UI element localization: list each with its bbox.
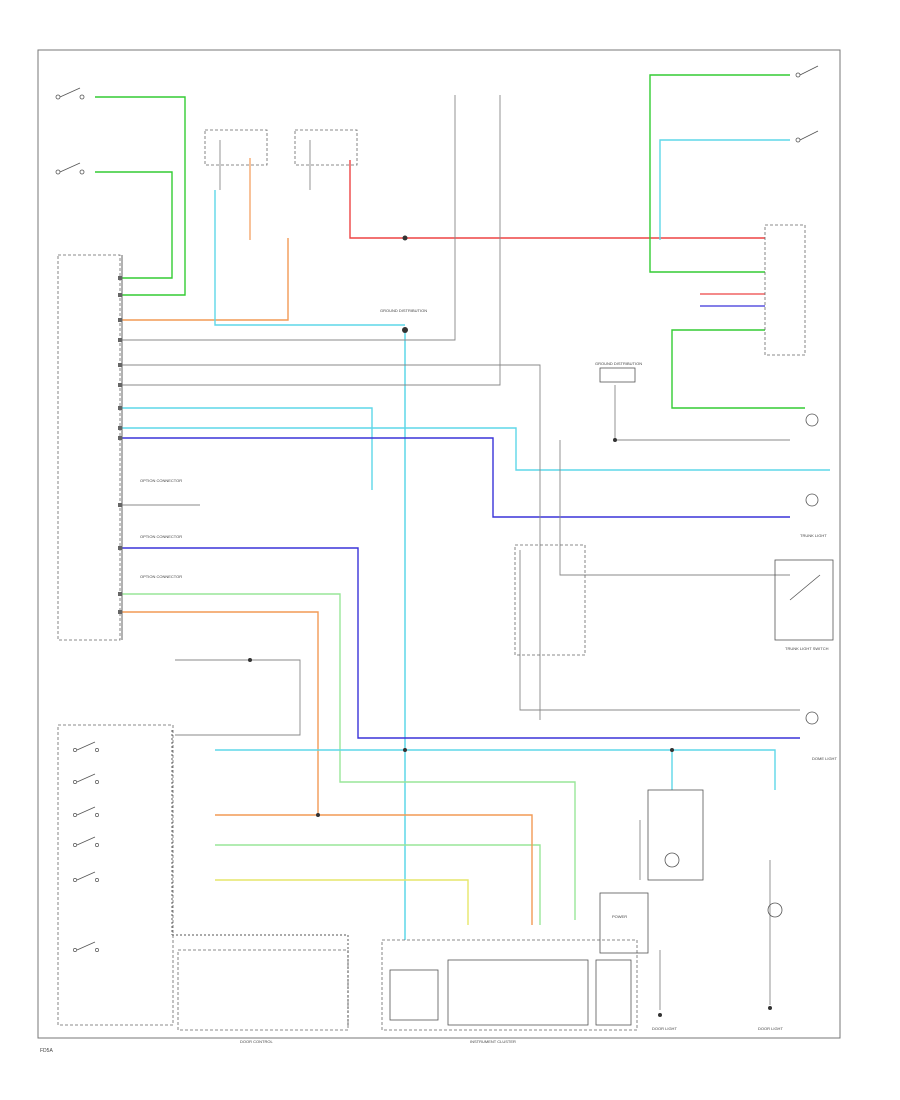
switch-box-1 [204, 129, 268, 166]
option-connector-3: OPTION CONNECTOR [140, 574, 182, 579]
lamp-right-3 [805, 711, 819, 725]
connector-pin [118, 293, 122, 297]
wire-ltgreen [215, 844, 541, 925]
wire-ltgreen [122, 593, 576, 920]
trunk-light-label: TRUNK LIGHT [800, 533, 827, 538]
lower-switches [73, 741, 99, 952]
diagram-border [37, 49, 841, 1039]
relay-box-label: POWER [612, 914, 627, 919]
lamp-right-1 [805, 413, 819, 427]
connector-pin [118, 406, 122, 410]
instrument-cluster-box [381, 939, 638, 1031]
wire-green [671, 329, 805, 409]
splice-dots [248, 438, 674, 817]
connector-pin [118, 383, 122, 387]
wire-green [95, 96, 186, 296]
cluster-inner-3 [595, 959, 632, 1026]
ground-distribution-mid [599, 367, 636, 383]
dome-light-label: DOME LIGHT [812, 756, 837, 761]
door-switch [73, 741, 99, 752]
wire-red [349, 160, 765, 239]
switch-right-second [795, 130, 819, 143]
lamp-right-2 [805, 493, 819, 507]
wire-green [649, 74, 790, 273]
instrument-cluster-label: INSTRUMENT CLUSTER [470, 1039, 516, 1044]
wire-layer [95, 74, 830, 940]
wire-orange [122, 611, 533, 925]
ground-splice [402, 327, 408, 333]
diagram-code: FD5A [40, 1048, 53, 1054]
trunk-switch-label: TRUNK LIGHT SWITCH [785, 646, 829, 651]
wire-blue [122, 547, 800, 739]
connector-pins [118, 276, 122, 614]
door-light-label-1: DOOR LIGHT [652, 1026, 677, 1031]
bulb-2 [767, 902, 783, 918]
connector-pin [118, 546, 122, 550]
door-control-box [177, 949, 349, 1031]
wire-yellow [215, 879, 469, 925]
wire-cyan [214, 190, 405, 326]
cluster-inner-2 [447, 959, 589, 1026]
wire-cyan [122, 407, 373, 490]
ground-dot-1 [658, 1013, 662, 1017]
connector-pin [118, 318, 122, 322]
ground-label-top: GROUND DISTRIBUTION [380, 308, 427, 313]
ground-dot-2 [768, 1006, 772, 1010]
wire-cyan [215, 749, 673, 790]
connector-pin [118, 503, 122, 507]
wire-cyan [122, 427, 830, 471]
connector-pin [118, 426, 122, 430]
hatch-bus [172, 934, 349, 1025]
trunk-switch-box [774, 559, 834, 641]
option-connector-2: OPTION CONNECTOR [140, 534, 182, 539]
bulb-1 [664, 852, 680, 868]
lamp-unit-1 [647, 789, 704, 881]
cluster-inner-1 [389, 969, 439, 1021]
wire-blue [122, 437, 790, 518]
door-switch [73, 836, 99, 847]
wire-orange [122, 238, 289, 321]
connector-pin [118, 610, 122, 614]
connector-pin [118, 363, 122, 367]
connector-pin [118, 592, 122, 596]
wire-green [95, 171, 173, 279]
left-connector [57, 254, 121, 641]
relay-box [599, 892, 649, 954]
middle-relay [514, 544, 586, 656]
switch-left-rear [55, 87, 85, 100]
switch-box-2 [294, 129, 358, 166]
door-switch [73, 941, 99, 952]
right-upper-component [764, 224, 806, 356]
door-control-label: DOOR CONTROL [240, 1039, 273, 1044]
door-switch [73, 806, 99, 817]
ground-label-mid: GROUND DISTRIBUTION [595, 361, 642, 366]
red-splice [402, 235, 408, 241]
door-switch [73, 773, 99, 784]
connector-pin [118, 276, 122, 280]
left-switch-column [57, 724, 174, 1026]
door-light-label-2: DOOR LIGHT [758, 1026, 783, 1031]
connector-pin [118, 436, 122, 440]
switch-passenger [55, 162, 85, 175]
door-switch [73, 871, 99, 882]
option-connector-1: OPTION CONNECTOR [140, 478, 182, 483]
gray-wire-layer [122, 95, 800, 1010]
connector-pin [118, 338, 122, 342]
wire-cyan [672, 749, 776, 790]
switch-right-top [795, 65, 819, 78]
wire-cyan [659, 139, 790, 240]
